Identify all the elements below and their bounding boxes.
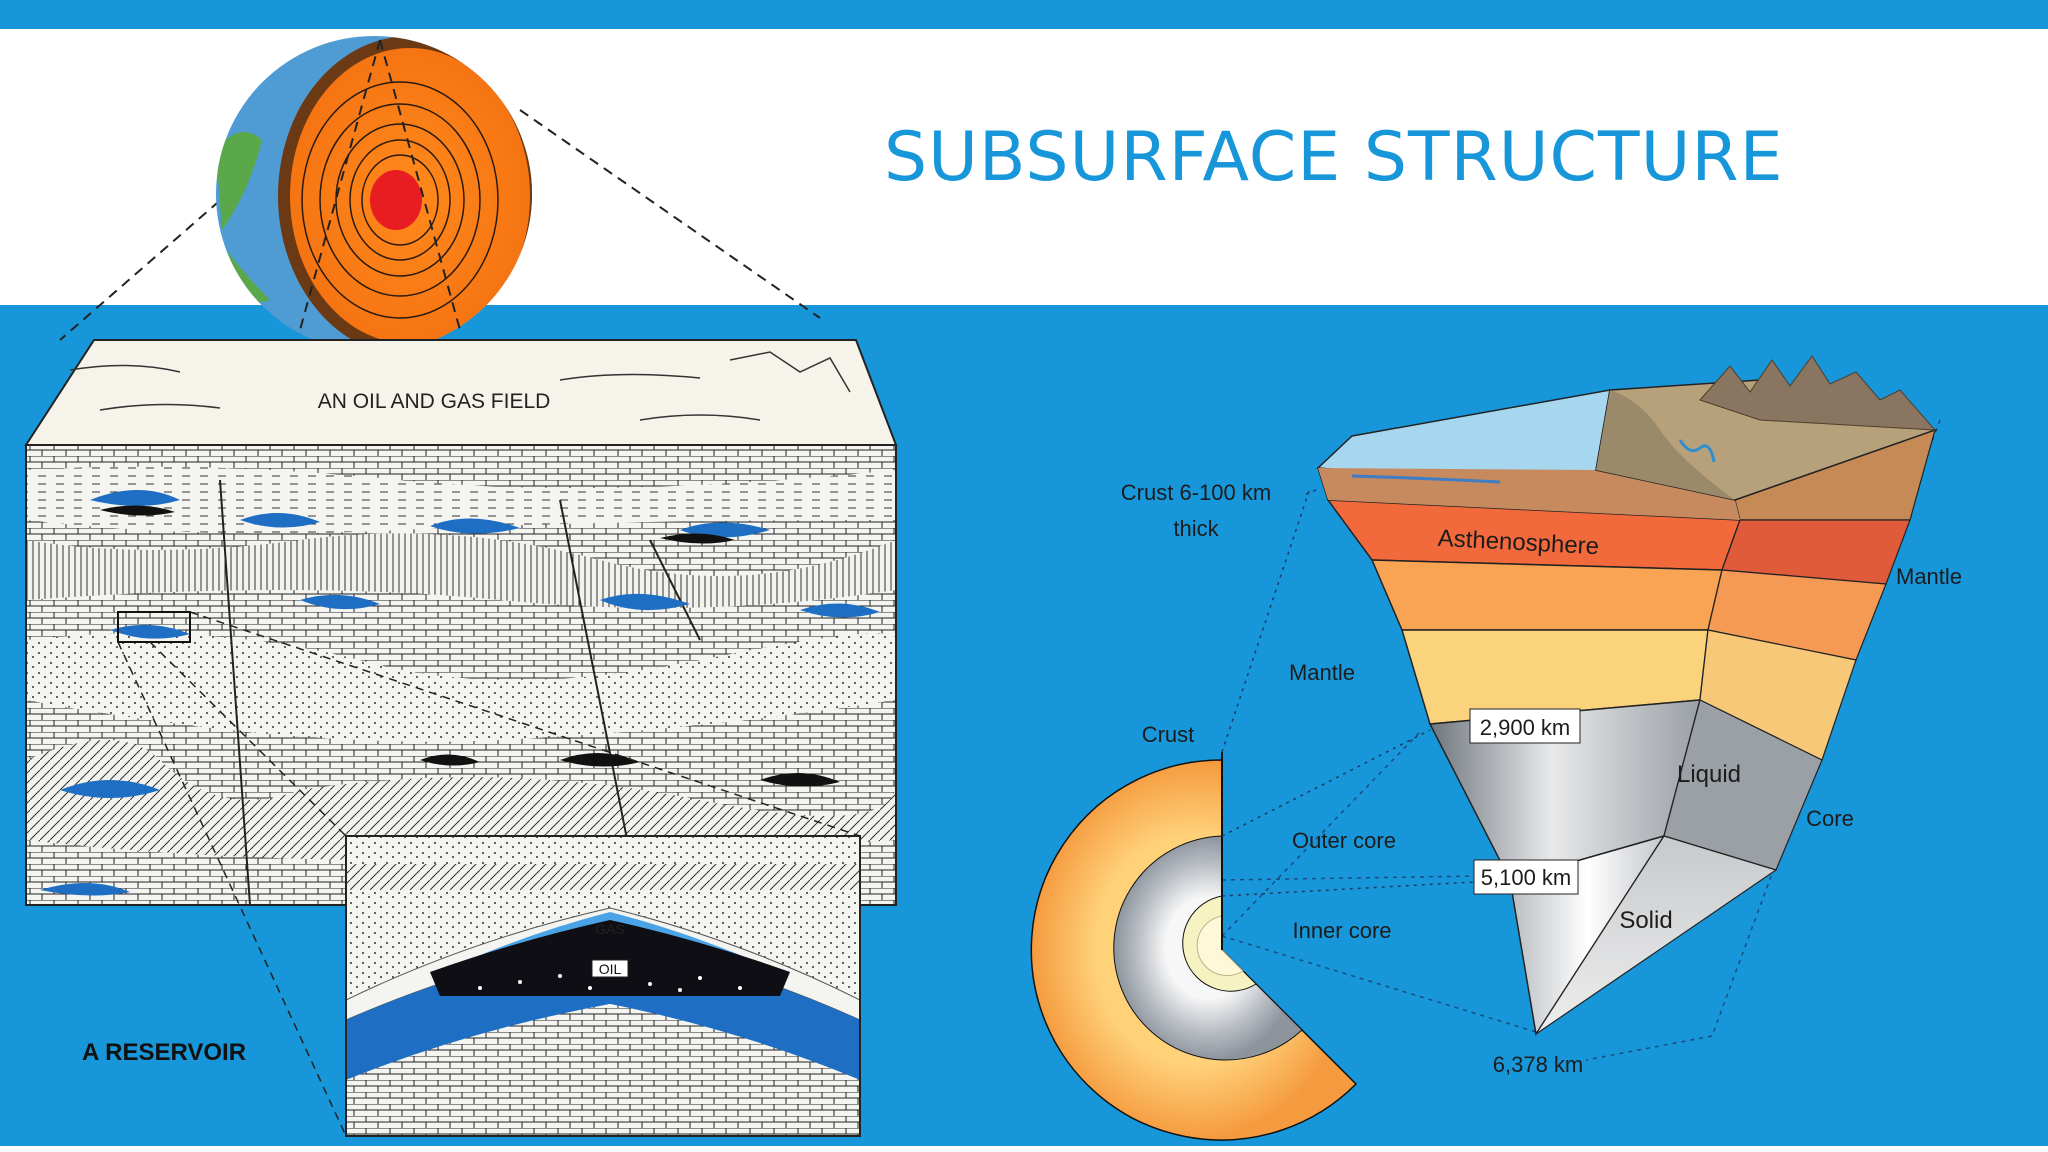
reservoir-inset: GAS OIL xyxy=(345,835,861,1137)
depth-5100-label: 5,100 km xyxy=(1481,865,1572,890)
reservoir-label: A RESERVOIR xyxy=(82,1039,246,1066)
outer-core-label: Outer core xyxy=(1292,828,1396,853)
crust-thickness-label-line1: Crust 6-100 km xyxy=(1121,480,1271,505)
oil-gas-field-label: AN OIL AND GAS FIELD xyxy=(318,390,551,413)
bottom-strip xyxy=(0,1146,2048,1152)
depth-6378-label: 6,378 km xyxy=(1493,1052,1584,1077)
globe-cutaway xyxy=(216,36,532,352)
crust-label: Crust xyxy=(1142,722,1195,747)
projection-lines xyxy=(59,109,821,341)
depth-2900-label: 2,900 km xyxy=(1480,715,1571,740)
core-label: Core xyxy=(1806,806,1854,831)
solid-label: Solid xyxy=(1619,907,1672,934)
mantle-right-label: Mantle xyxy=(1896,564,1962,589)
earth-cutaway-diagram: Crust 6-100 km thick Asthenosphere Mantl… xyxy=(1030,355,1962,1141)
slide-title: SUBSURFACE STRUCTURE xyxy=(884,118,1784,197)
liquid-label: Liquid xyxy=(1677,761,1741,788)
top-accent-bar xyxy=(0,0,2048,29)
oil-gas-field-diagram: AN OIL AND GAS FIELD xyxy=(24,36,898,1137)
mantle-left-label: Mantle xyxy=(1289,660,1355,685)
earth-layers-half-circle xyxy=(1030,752,1358,1141)
inner-core-label: Inner core xyxy=(1292,918,1391,943)
gas-label: GAS xyxy=(595,921,625,937)
oil-label: OIL xyxy=(599,961,622,977)
rock-strata xyxy=(26,445,896,905)
crust-thickness-label-line2: thick xyxy=(1173,516,1219,541)
